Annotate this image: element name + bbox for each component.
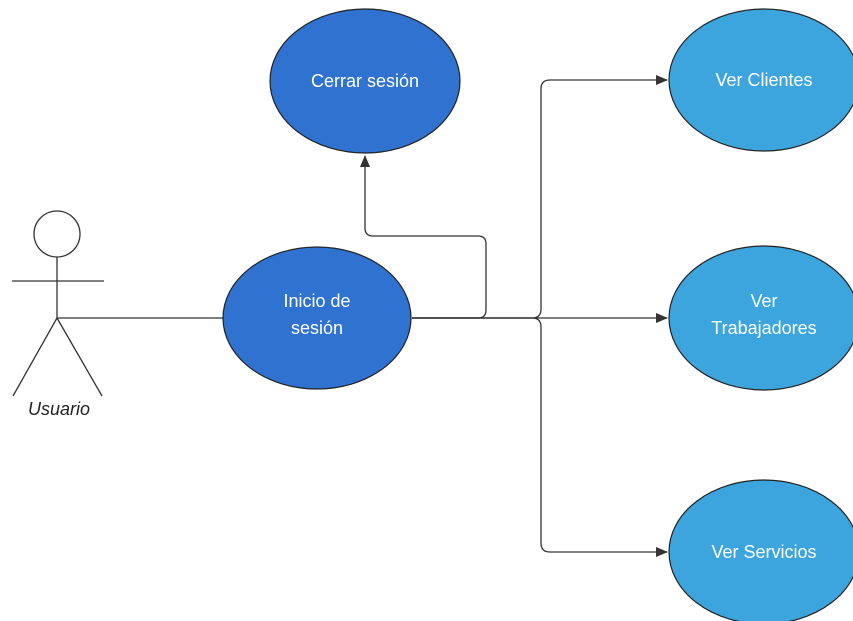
use-case-login-label-line2: sesión [291, 318, 343, 338]
use-case-workers-label-line1: Ver [750, 291, 777, 311]
use-case-clients-shape[interactable] [668, 8, 853, 152]
use-case-login-shape[interactable] [222, 246, 412, 390]
use-case-services-shape[interactable] [668, 479, 853, 621]
use-case-logout-shape[interactable] [269, 8, 461, 154]
actor-right-leg [56, 317, 103, 397]
actor-left-leg [12, 317, 58, 397]
login-to-services-connector [412, 317, 668, 557]
login-to-clients-connector [412, 75, 668, 319]
use-case-services[interactable]: Ver Servicios [668, 479, 853, 621]
use-case-login-label-line1: Inicio de [283, 291, 350, 311]
use-case-logout[interactable]: Cerrar sesión [269, 8, 461, 154]
use-case-workers-shape[interactable] [668, 245, 853, 391]
actor-usuario: Usuario [12, 210, 104, 419]
use-case-workers-label-line2: Trabajadores [711, 318, 816, 338]
use-case-clients[interactable]: Ver Clientes [668, 8, 853, 152]
use-case-services-label: Ver Servicios [711, 542, 816, 562]
actor-label: Usuario [28, 399, 90, 419]
use-case-workers[interactable]: Ver Trabajadores [668, 245, 853, 391]
actor-head [33, 210, 81, 258]
use-case-login[interactable]: Inicio de sesión [222, 246, 412, 390]
use-case-clients-label: Ver Clientes [715, 70, 812, 90]
use-case-logout-label: Cerrar sesión [311, 71, 419, 91]
login-to-logout-connector [360, 155, 487, 319]
